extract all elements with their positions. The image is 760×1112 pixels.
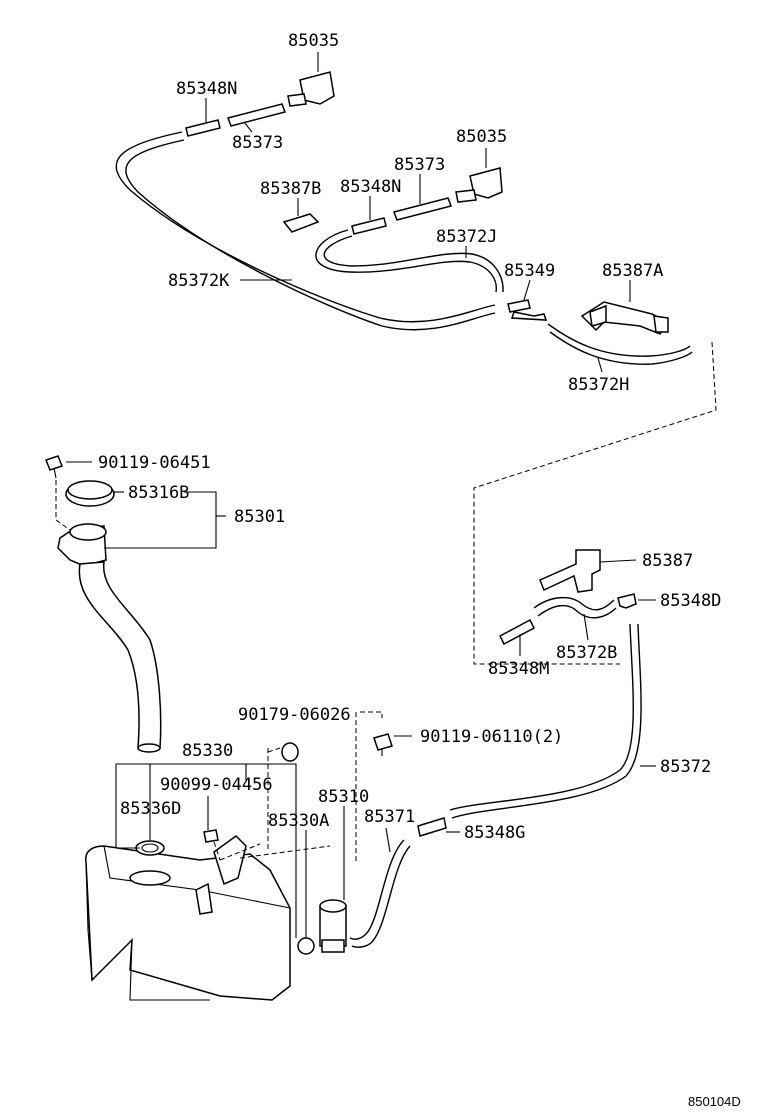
label-85372B: 85372B (556, 643, 617, 663)
label-85330A: 85330A (268, 811, 329, 831)
label-90119-06451: 90119-06451 (98, 453, 211, 473)
label-85373-second: 85373 (394, 155, 445, 175)
hose-85373-second (393, 174, 452, 221)
label-85330: 85330 (182, 741, 233, 761)
washer-nozzle-second (455, 148, 503, 203)
screw-90099-04456 (203, 829, 219, 843)
hose-85373-top (227, 103, 286, 133)
label-85336D: 85336D (120, 799, 181, 819)
hose-85372 (449, 623, 634, 811)
diagram-reference-code: 850104D (688, 1094, 741, 1109)
filler-neck-85301 (57, 523, 162, 753)
cap-85316B (65, 480, 124, 507)
pump-85310 (319, 806, 347, 953)
bolt-90119-06110 (373, 733, 412, 756)
label-85372J: 85372J (436, 227, 497, 247)
hose-85372H (547, 323, 691, 357)
clamp-85387 (539, 549, 637, 593)
label-85371: 85371 (364, 807, 415, 827)
label-90179-06026: 90179-06026 (238, 705, 351, 725)
label-85301: 85301 (234, 507, 285, 527)
label-85348D: 85348D (660, 591, 721, 611)
label-85348N-second: 85348N (340, 177, 401, 197)
label-85372: 85372 (660, 757, 711, 777)
grommet-90179-06026 (281, 742, 299, 762)
washer-tank-85330 (85, 835, 291, 1001)
bolt-90119-06451 (45, 455, 92, 479)
label-85035-top: 85035 (288, 31, 339, 51)
label-85372K: 85372K (168, 271, 230, 291)
label-85387: 85387 (642, 551, 693, 571)
label-85035-second: 85035 (456, 127, 507, 147)
joint-85348N-second (351, 196, 387, 235)
clamp-85387B (282, 198, 320, 233)
washer-nozzle-top (287, 52, 335, 107)
label-85310: 85310 (318, 787, 369, 807)
seal-85336D (135, 840, 165, 856)
joint-85349 (507, 279, 548, 321)
label-85316B: 85316B (128, 483, 189, 503)
label-85387A: 85387A (602, 261, 663, 281)
hose-85371 (349, 839, 405, 940)
label-85348M: 85348M (488, 659, 549, 679)
label-90099-04456: 90099-04456 (160, 775, 273, 795)
hose-85372B (533, 597, 615, 611)
label-85348G: 85348G (464, 823, 525, 843)
hose-85372J (315, 229, 497, 293)
grommet-85330A (297, 830, 315, 955)
joint-85348G (417, 817, 460, 837)
joint-85348M (499, 618, 535, 656)
label-85349: 85349 (504, 261, 555, 281)
label-85387B: 85387B (260, 179, 321, 199)
joint-85348N-top (185, 98, 221, 137)
label-85372H: 85372H (568, 375, 629, 395)
label-85348N-top: 85348N (176, 79, 237, 99)
label-85373-top: 85373 (232, 133, 283, 153)
hose-85372K (115, 131, 496, 323)
label-90119-06110: 90119-06110(2) (420, 727, 563, 747)
clamp-85387A (580, 280, 670, 335)
joint-85348D (617, 593, 656, 609)
